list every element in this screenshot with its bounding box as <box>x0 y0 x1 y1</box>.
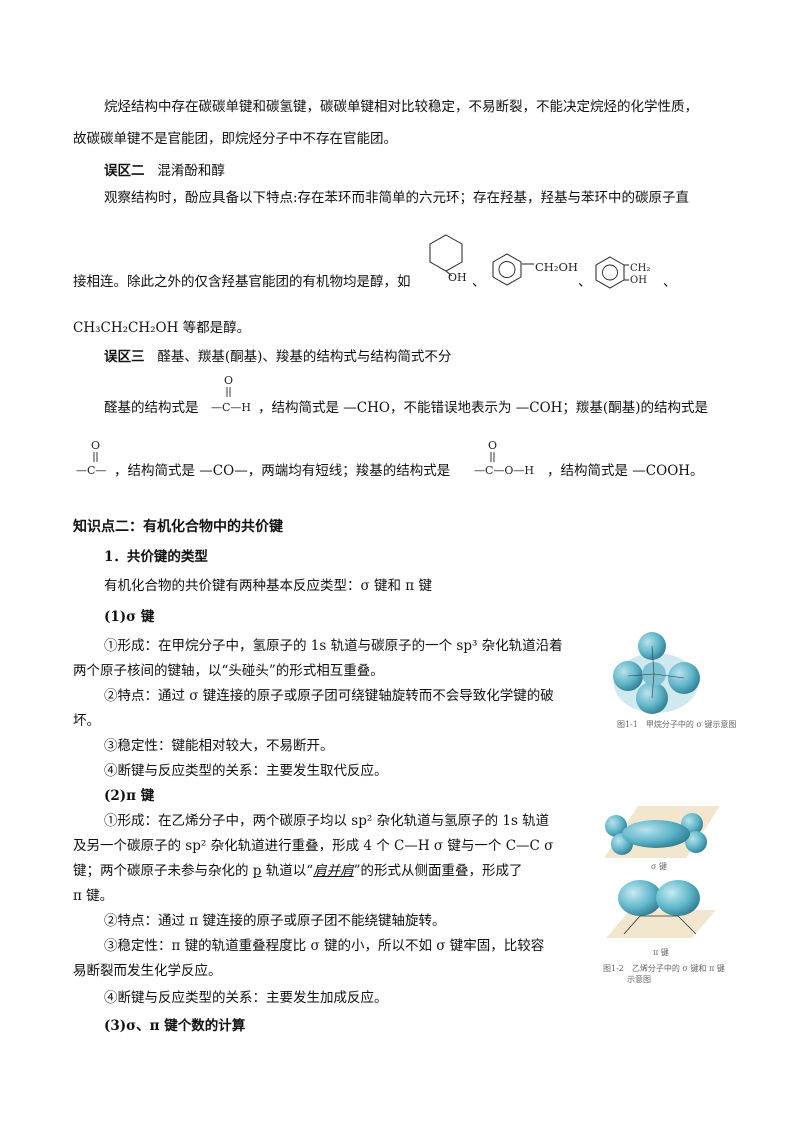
aldehyde-chain: —C—H <box>211 401 252 414</box>
fig2-caption-1: 图1-2 乙烯分子中的 σ 键和 π 键 <box>603 964 725 973</box>
ketone-chain: —C— <box>76 464 107 477</box>
pi-formation-4: π 键。 <box>73 888 114 904</box>
cyclohexanol-structure <box>429 234 463 276</box>
err2-line-2: 接相连。除此之外的仅含羟基官能团的有机物均是醇，如 <box>73 274 411 290</box>
sigma-stability: ③稳定性：键能相对较大，不易断开。 <box>104 738 334 754</box>
pi-f3-b: 轨道以“ <box>261 863 314 879</box>
err2-line-1: 观察结构时，酚应具备以下特点:存在苯环而非简单的六元环；存在羟基，羟基与苯环中的… <box>104 190 690 206</box>
separator-3: 、 <box>663 274 677 290</box>
count-heading: (3)σ、π 键个数的计算 <box>104 1018 246 1034</box>
err3-title: 醛基、羰基(酮基)、羧基的结构式与结构简式不分 <box>157 349 452 365</box>
aldehyde-double-bond <box>226 387 231 397</box>
err3-line-2a: ，结构简式是 —CO—，两端均有短线；羧基的结构式是 <box>114 463 451 479</box>
pi-f3-shoulder: 肩并肩 <box>313 863 354 879</box>
err2-line-3: CH₃CH₂CH₂OH 等都是醇。 <box>73 320 251 336</box>
pi-reaction: ④断键与反应类型的关系：主要发生加成反应。 <box>104 990 388 1006</box>
pi-formation-1: ①形成：在乙烯分子中，两个碳原子均以 sp² 杂化轨道与氢原子的 1s 轨道 <box>104 813 550 829</box>
err3-line-2b: ，结构简式是 —COOH。 <box>547 463 704 479</box>
pi-f3-c: ”的形式从侧面重叠，形成了 <box>353 863 523 879</box>
sigma-feature-2: 坏。 <box>73 713 100 729</box>
pi-formation-3: 键；两个碳原子未参与杂化的 p 轨道以“肩并肩”的形式从侧面重叠，形成了 <box>73 861 523 881</box>
sigma-reaction: ④断键与反应类型的关系：主要发生取代反应。 <box>104 763 388 779</box>
pi-stability-1: ③稳定性：π 键的轨道重叠程度比 σ 键的小，所以不如 σ 键牢固，比较容 <box>104 938 545 954</box>
cyclohexanol-oh: OH <box>448 271 467 284</box>
ketone-o: O <box>91 439 101 452</box>
err2-label: 误区二 <box>104 163 145 179</box>
benzyl-bond <box>522 263 534 265</box>
methane-model-figure <box>613 632 700 714</box>
aldehyde-o: O <box>224 374 234 387</box>
fig2-sigma-label: σ 键 <box>651 862 668 871</box>
ketone-double-bond <box>93 452 98 462</box>
fig1-caption: 图1-1 甲烷分子中的 σ 键示意图 <box>617 720 737 729</box>
err3-label: 误区三 <box>104 349 145 365</box>
sigma-formation-2: 两个原子核间的键轴，以“头碰头”的形式相互重叠。 <box>73 663 384 679</box>
separator-2: 、 <box>578 274 592 290</box>
pi-stability-2: 易断裂而发生化学反应。 <box>73 963 222 979</box>
intro-line-1: 烷烃结构中存在碳碳单键和碳氢键，碳碳单键相对比较稳定，不易断裂，不能决定烷烃的化… <box>104 99 698 115</box>
kp2-title: 知识点二：有机化合物中的共价键 <box>73 519 283 535</box>
fused-ring-oh: OH <box>630 275 647 286</box>
kp2-intro: 有机化合物的共价键有两种基本反应类型：σ 键和 π 键 <box>104 578 432 594</box>
benzyl-ch2oh: CH₂OH <box>535 260 578 274</box>
sigma-formation-1: ①形成：在甲烷分子中，氢原子的 1s 轨道与碳原子的一个 sp³ 杂化轨道沿着 <box>104 638 563 654</box>
intro-line-2: 故碳碳单键不是官能团，即烷烃分子中不存在官能团。 <box>73 131 397 147</box>
ethylene-pi-figure <box>606 880 716 938</box>
ethylene-sigma-figure <box>604 806 720 858</box>
err2-title: 混淆酚和醇 <box>157 163 225 179</box>
fused-ring-structure <box>595 256 629 289</box>
err3-line-1a: 醛基的结构式是 <box>104 400 199 416</box>
sigma-heading: (1)σ 键 <box>104 609 155 625</box>
fig2-pi-label: π 键 <box>653 948 669 957</box>
fused-ring-ch2: CH₂ <box>630 263 651 274</box>
carboxyl-o: O <box>488 439 498 452</box>
pi-formation-2: 及另一个碳原子的 sp² 杂化轨道进行重叠，形成 4 个 C—H σ 键与一个 … <box>73 838 554 854</box>
kp2-sub1: 1．共价键的类型 <box>104 549 208 565</box>
separator-1: 、 <box>472 274 486 290</box>
sigma-feature-1: ②特点：通过 σ 键连接的原子或原子团可绕键轴旋转而不会导致化学键的破 <box>104 688 554 704</box>
pi-f3-p: p <box>252 863 262 879</box>
benzyl-alcohol-ring <box>492 253 522 286</box>
err3-line-1b: ，结构简式是 —CHO，不能错误地表示为 —COH；羰基(酮基)的结构式是 <box>258 400 708 416</box>
err3-heading: 误区三 醛基、羰基(酮基)、羧基的结构式与结构简式不分 <box>104 347 451 367</box>
pi-heading: (2)π 键 <box>104 788 155 804</box>
err2-heading: 误区二 混淆酚和醇 <box>104 161 225 181</box>
carboxyl-chain: —C—O—H <box>474 464 535 477</box>
fig2-caption-2: 示意图 <box>627 975 651 984</box>
carboxyl-double-bond <box>490 452 495 462</box>
pi-f3-a: 键；两个碳原子未参与杂化的 <box>73 863 253 879</box>
pi-feature: ②特点：通过 π 键连接的原子或原子团不能绕键轴旋转。 <box>104 913 446 929</box>
